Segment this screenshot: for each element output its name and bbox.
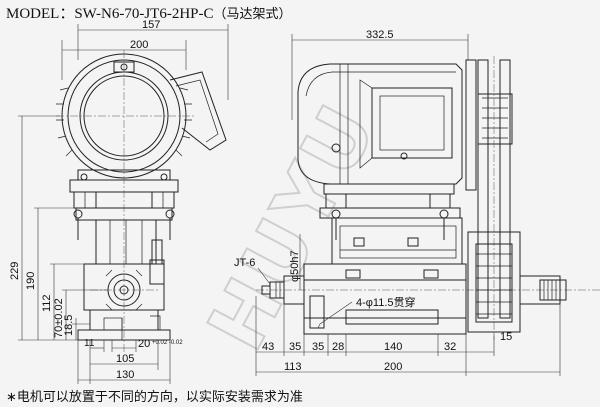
dim-70: 70±0.02 (53, 298, 65, 338)
dim-332-5: 332.5 (366, 29, 394, 41)
dim-18-5: 18.5 (63, 315, 75, 336)
dim-157: 157 (142, 19, 160, 31)
dim-113: 113 (284, 361, 302, 373)
dim-200-side: 200 (384, 361, 402, 373)
model-title: MODEL：SW-N6-70-JT6-2HP-C（马达架式） (6, 2, 292, 23)
dim-28: 28 (332, 341, 344, 353)
left-view: 157 200 (9, 19, 229, 384)
dim-190: 190 (25, 272, 37, 290)
dim-20: 20 (138, 338, 150, 350)
dim-32: 32 (444, 341, 456, 353)
callout-holes: 4-φ11.5贯穿 (356, 295, 416, 309)
callout-diameter: φ50h7 (289, 250, 301, 282)
dim-35b: 35 (312, 341, 324, 353)
dim-43: 43 (262, 341, 274, 353)
dim-140: 140 (384, 341, 402, 353)
dim-35a: 35 (289, 341, 301, 353)
installation-note: ∗电机可以放置于不同的方向，以实际安装需求为准 (6, 390, 303, 405)
dim-200: 200 (130, 39, 148, 51)
dim-130: 130 (116, 369, 134, 381)
dim-105: 105 (116, 353, 134, 365)
model-label: MODEL：SW-N6-70-JT6-2HP-C (6, 6, 214, 22)
right-view: 332.5 (234, 29, 600, 376)
dim-11: 11 (84, 338, 95, 349)
callout-jt6: JT-6 (234, 257, 255, 269)
model-note: （马达架式） (213, 7, 292, 22)
dim-112: 112 (41, 294, 53, 312)
dim-15: 15 (500, 331, 512, 343)
dim-229: 229 (9, 262, 21, 280)
dim-20-tol: +0.02 -0.02 (152, 340, 183, 346)
